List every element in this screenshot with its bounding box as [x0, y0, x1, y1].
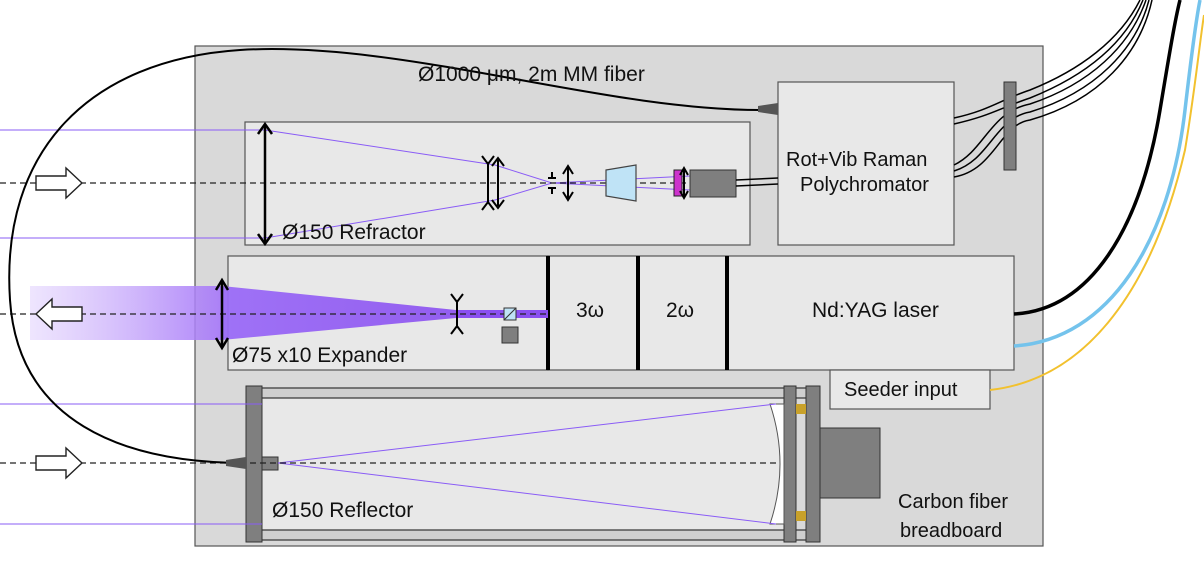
- output-laser-beam: [30, 286, 222, 340]
- reflector-tube-inner: [261, 395, 793, 533]
- laser-label: Nd:YAG laser: [812, 299, 939, 322]
- reflector-rail-bottom: [247, 529, 809, 541]
- laser-module: [547, 255, 1015, 371]
- reflector-rail-top: [247, 387, 809, 399]
- refractor-objective-lens-icon: [256, 121, 274, 247]
- input-arrow-top-icon: [35, 166, 84, 200]
- input-arrow-bottom-icon: [35, 446, 84, 480]
- fiber-label: Ø1000 μm, 2m MM fiber: [418, 63, 645, 86]
- polychromator-box: [777, 81, 955, 246]
- refractor-conv-bottom: [494, 182, 553, 201]
- third-harmonic-label: 3ω: [576, 299, 605, 322]
- breadboard-label-line2: breadboard: [900, 520, 1003, 542]
- aperture-icon: [548, 172, 556, 194]
- output-arrow-icon: [34, 297, 83, 331]
- second-harmonic-label: 2ω: [666, 299, 695, 322]
- output-fiber-bundle: [953, 0, 1153, 178]
- cuvette-icon: [605, 164, 637, 202]
- seeder-box: [829, 369, 991, 410]
- reflector-ray-focus-top: [277, 403, 777, 464]
- fiber-tip-poly: [758, 103, 778, 115]
- expander-lens-icon: [214, 277, 230, 351]
- reflector-ray-focus-bottom: [277, 462, 777, 525]
- refractor-lens-pair-icon: [481, 155, 505, 211]
- reflector-end-left: [245, 385, 263, 543]
- polychromator-label-line1: Rot+Vib Raman: [786, 149, 928, 171]
- fiber-connector-to-poly: [735, 177, 779, 187]
- polychromator-label-line2: Polychromator: [800, 174, 929, 196]
- refractor-cone-top: [264, 129, 496, 166]
- laser-cable-blue: [1013, 0, 1202, 348]
- expanded-beam: [222, 286, 456, 340]
- photodiode: [501, 326, 519, 344]
- refractor-label: Ø150 Refractor: [282, 221, 426, 244]
- fiber-tip-reflector: [226, 457, 246, 469]
- refractor-cone-bottom: [264, 199, 496, 239]
- expander-label: Ø75 x10 Expander: [232, 344, 408, 367]
- reflector-end-right-b: [805, 385, 821, 543]
- gold-mount-top: [796, 404, 806, 414]
- reflector-label: Ø150 Reflector: [272, 499, 414, 522]
- reflector-end-right-a: [783, 385, 797, 543]
- fiber-connector: [689, 169, 737, 198]
- seeder-label: Seeder input: [844, 379, 958, 401]
- breadboard-label-line1: Carbon fiber: [898, 491, 1009, 513]
- filter-icon: [673, 169, 683, 197]
- refractor-conv-top: [494, 164, 553, 184]
- expander-negative-lens-icon: [450, 293, 464, 335]
- fiber-clamp: [1003, 81, 1017, 171]
- laser-cable-black: [1013, 0, 1182, 316]
- seeder-cable-yellow: [989, 14, 1204, 391]
- mm-fiber-loop: [8, 48, 778, 464]
- focus-lens-icon: [679, 165, 689, 201]
- collimating-lens-icon: [562, 164, 574, 202]
- gold-mount-bottom: [796, 511, 806, 521]
- pickoff-diagonal: [503, 307, 517, 321]
- reflector-motor-block: [819, 427, 881, 499]
